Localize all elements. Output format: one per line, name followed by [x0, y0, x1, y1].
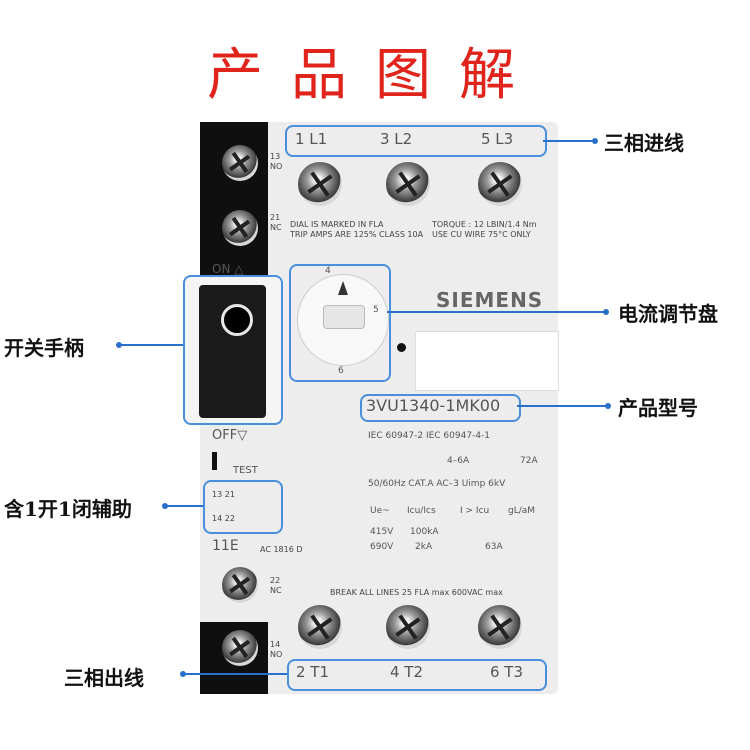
- screw-t3-icon: [478, 605, 522, 649]
- screw-t2-icon: [386, 605, 430, 649]
- aux-screw-22-icon: [222, 567, 258, 603]
- callout-three-phase-out: 三相出线: [64, 666, 144, 690]
- test-indicator: [212, 452, 217, 470]
- screw-l3-icon: [478, 162, 522, 206]
- aux-label-13: 13 NO: [270, 152, 283, 171]
- terminal-t1: 2 T1: [296, 663, 330, 681]
- aux-label-21: 21 NC: [270, 213, 282, 232]
- handle-indicator-icon: [221, 304, 253, 336]
- aux-screw-14-icon: [222, 630, 258, 666]
- screw-l1-icon: [298, 162, 342, 206]
- instant-trip: 72A: [520, 456, 538, 466]
- dial-mark-4: 4: [325, 266, 331, 276]
- callout-dot-aux: [162, 503, 168, 509]
- model-number: 3VU1340-1MK00: [366, 396, 501, 415]
- model-highlight: [360, 394, 521, 422]
- ac-code: AC 1816 D: [260, 545, 303, 554]
- callout-line-model: [517, 405, 607, 407]
- aux-label-14: 14 NO: [270, 640, 283, 659]
- off-label: OFF▽: [212, 428, 248, 443]
- callout-line-dial: [387, 311, 605, 313]
- aux-contacts-bottom: 14 22: [212, 514, 235, 523]
- callout-dial: 电流调节盘: [618, 302, 718, 326]
- terminal-t3: 6 T3: [490, 663, 524, 681]
- frequency-cat: 50/60Hz CAT.A AC–3 Uimp 6kV: [368, 479, 506, 489]
- v690: 690V: [370, 542, 394, 552]
- callout-dot-out: [180, 671, 186, 677]
- callout-line-aux: [166, 505, 203, 507]
- k100: 100kA: [410, 527, 439, 537]
- aux-contacts-top: 13 21: [212, 490, 235, 499]
- callout-model: 产品型号: [618, 396, 698, 420]
- ue-label: Ue~: [370, 506, 390, 516]
- dial-note-right: TORQUE : 12 LBIN/1.4 Nm USE CU WIRE 75°C…: [432, 220, 537, 239]
- screw-l2-icon: [386, 162, 430, 206]
- callout-line-handle: [120, 344, 183, 346]
- dial-note-left: DIAL IS MARKED IN FLA TRIP AMPS ARE 125%…: [290, 220, 424, 239]
- standards: IEC 60947-2 IEC 60947-4-1: [368, 431, 491, 441]
- aux-screw-13-icon: [222, 145, 258, 181]
- k2: 2kA: [415, 542, 433, 552]
- terminal-l2: 3 L2: [380, 130, 413, 148]
- gl-label: gL/aM: [508, 506, 536, 516]
- callout-line-in: [543, 140, 593, 142]
- test-label: TEST: [233, 465, 258, 476]
- screw-t1-icon: [298, 605, 342, 649]
- terminal-l3: 5 L3: [481, 130, 514, 148]
- page-title: 产品图解: [207, 43, 543, 108]
- callout-dot-in: [592, 138, 598, 144]
- on-label: ON △: [212, 262, 244, 276]
- icu-label: Icu/Ics: [407, 506, 436, 516]
- range: 4–6A: [447, 456, 470, 466]
- code-11e: 11E: [212, 538, 239, 554]
- handle-highlight: [183, 275, 283, 425]
- brand-label: SIEMENS: [436, 288, 544, 312]
- callout-dot-handle: [116, 342, 122, 348]
- i-range: I > Icu: [460, 506, 490, 516]
- label-plate: [415, 331, 559, 391]
- led-indicator: [397, 343, 406, 352]
- aux-label-22: 22 NC: [270, 576, 282, 595]
- aux-screw-21-icon: [222, 210, 258, 246]
- callout-handle: 开关手柄: [4, 336, 84, 360]
- break-text: BREAK ALL LINES 25 FLA max 600VAC max: [330, 588, 503, 597]
- callout-dot-model: [605, 403, 611, 409]
- a63: 63A: [485, 542, 503, 552]
- callout-aux: 含1开1闭辅助: [4, 497, 132, 521]
- current-dial[interactable]: [297, 274, 389, 366]
- v415: 415V: [370, 527, 394, 537]
- dial-highlight: [289, 264, 391, 382]
- callout-line-out: [184, 673, 287, 675]
- dial-mark-5: 5: [373, 305, 379, 315]
- terminal-l1: 1 L1: [295, 130, 328, 148]
- aux-contacts-highlight: [203, 480, 283, 534]
- dial-mark-6: 6: [338, 366, 344, 376]
- terminal-t2: 4 T2: [390, 663, 424, 681]
- callout-three-phase-in: 三相进线: [604, 131, 684, 155]
- bottom-terminals-box: [287, 659, 547, 691]
- callout-dot-dial: [603, 309, 609, 315]
